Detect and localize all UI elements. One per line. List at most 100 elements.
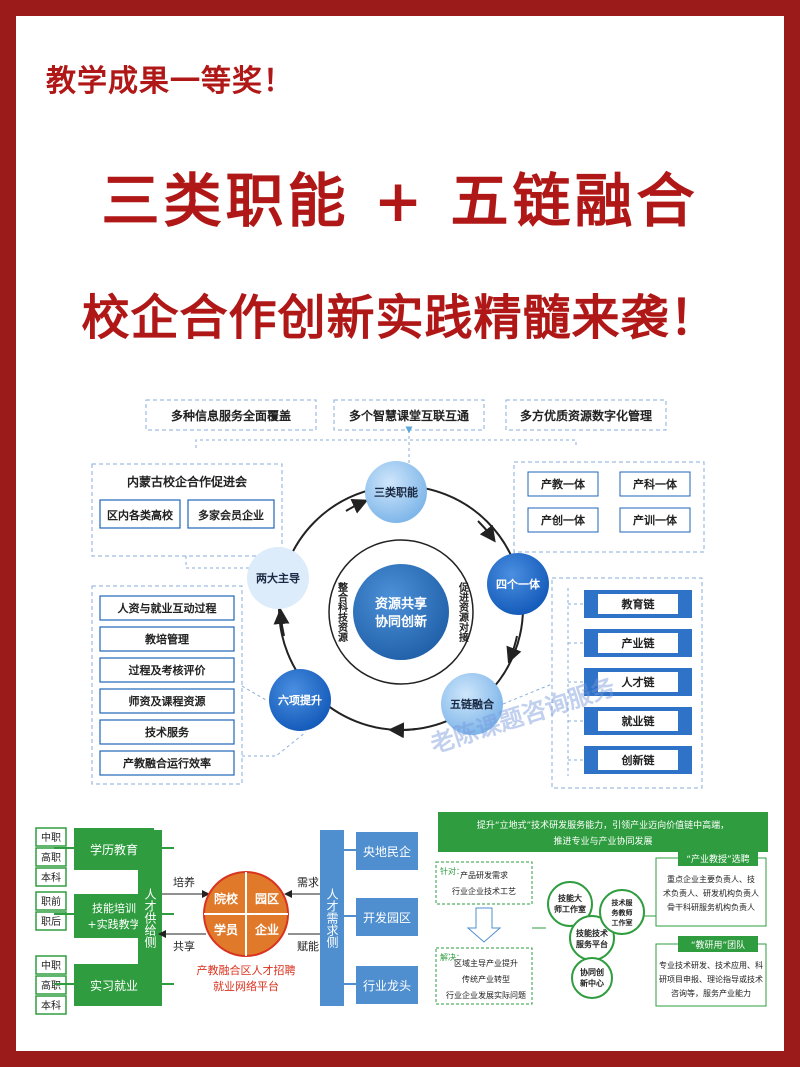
right-list-item: 就业链 [568, 707, 692, 735]
right-list-item: 产业链 [568, 629, 692, 657]
svg-text:多个智慧课堂互联互通: 多个智慧课堂互联互通 [349, 408, 469, 423]
center-line-1: 资源共享 [375, 596, 427, 612]
svg-text:人才供给侧: 人才供给侧 [143, 888, 157, 949]
inner-right-text: 促进资源对接 [457, 581, 470, 643]
svg-text:师资及课程资源: 师资及课程资源 [129, 694, 206, 708]
svg-text:教育链: 教育链 [621, 597, 656, 611]
node-sige: 四个一体 [487, 553, 549, 615]
level-box: 中职 [35, 827, 67, 847]
br-header [438, 812, 768, 852]
svg-text:技术服: 技术服 [612, 898, 634, 907]
center-line-2: 协同创新 [375, 614, 427, 630]
svg-text:产创一体: 产创一体 [541, 513, 586, 527]
level-box: 职后 [35, 911, 67, 931]
svg-text:推进专业与产业协同发展: 推进专业与产业协同发展 [553, 835, 652, 847]
svg-text:行业龙头: 行业龙头 [363, 979, 411, 993]
svg-text:研项目申报、理论指导或技术: 研项目申报、理论指导或技术 [659, 974, 763, 984]
svg-text:产训一体: 产训一体 [633, 513, 678, 527]
svg-text:服务平台: 服务平台 [576, 939, 608, 949]
svg-text:务教师: 务教师 [612, 908, 633, 917]
svg-text:解决：: 解决： [440, 952, 464, 962]
center-circle [353, 564, 449, 660]
svg-text:人资与就业互动过程: 人资与就业互动过程 [118, 601, 217, 615]
svg-text:产业链: 产业链 [622, 636, 656, 650]
svg-text:传统产业转型: 传统产业转型 [462, 974, 510, 984]
svg-text:高职: 高职 [41, 979, 61, 992]
svg-text:过程及考核评价: 过程及考核评价 [129, 663, 207, 677]
svg-text:工作室: 工作室 [612, 918, 633, 927]
svg-text:四个一体: 四个一体 [496, 577, 541, 591]
svg-text:六项提升: 六项提升 [278, 693, 322, 707]
svg-text:产科一体: 产科一体 [633, 477, 678, 491]
svg-text:央地民企: 央地民企 [363, 844, 411, 859]
block-kaifa [356, 898, 418, 936]
top-box-3: 多方优质资源数字化管理 [505, 399, 667, 431]
block-yangdi [356, 832, 418, 870]
svg-text:提升“立地式”技术研发服务能力，引领产业迈向价值链中高端，: 提升“立地式”技术研发服务能力，引领产业迈向价值链中高端， [477, 819, 729, 831]
svg-text:企业: 企业 [254, 922, 279, 937]
main-title: 三类职能 + 五链融合 [101, 167, 699, 235]
diagram-canvas: 多种信息服务全面覆盖 多个智慧课堂互联互通 多方优质资源数字化管理 内蒙古校企合… [35, 399, 768, 1015]
right-panel: 产教一体 产科一体 产创一体 产训一体 [513, 461, 705, 553]
svg-text:园区: 园区 [255, 892, 279, 906]
award-title: 教学成果一等奖！ [46, 64, 294, 99]
svg-text:骨干科研服务机构负责人: 骨干科研服务机构负责人 [667, 902, 755, 912]
level-box: 本科 [35, 867, 67, 887]
svg-text:技术服务: 技术服务 [145, 725, 190, 739]
svg-text:人才需求侧: 人才需求侧 [325, 888, 339, 949]
svg-text:实习就业: 实习就业 [90, 978, 138, 993]
bottom-right-diagram: 提升“立地式”技术研发服务能力，引领产业迈向价值链中高端， 推进专业与产业协同发… [435, 812, 768, 1007]
svg-text:技能技术: 技能技术 [576, 928, 608, 938]
level-box: 中职 [35, 955, 67, 975]
node-liangda: 两大主导 [247, 547, 309, 609]
svg-text:学员: 学员 [214, 922, 238, 937]
right-list-item: 人才链 [568, 668, 692, 696]
left-list-item: 人资与就业互动过程 [99, 595, 235, 621]
svg-text:+实践教学: +实践教学 [87, 917, 140, 931]
svg-text:就业链: 就业链 [622, 714, 656, 728]
svg-text:中职: 中职 [41, 831, 61, 844]
svg-text:咨询等，服务产业能力: 咨询等，服务产业能力 [671, 988, 751, 998]
svg-text:两大主导: 两大主导 [256, 571, 300, 585]
svg-text:多种信息服务全面覆盖: 多种信息服务全面覆盖 [171, 408, 291, 423]
svg-text:就业网络平台: 就业网络平台 [213, 979, 279, 993]
svg-text:赋能: 赋能 [297, 939, 319, 953]
node-sanlei: 三类职能 [365, 461, 427, 523]
svg-text:技能培训: 技能培训 [92, 901, 136, 915]
demand-side-bar [320, 830, 344, 1006]
svg-text:区内各类高校: 区内各类高校 [107, 508, 174, 522]
svg-text:多家会员企业: 多家会员企业 [198, 508, 264, 522]
left-list-item: 技术服务 [99, 719, 235, 745]
svg-text:师工作室: 师工作室 [554, 904, 586, 914]
left-list-item: 教培管理 [99, 626, 235, 652]
subtitle: 校企合作创新实践精髓来袭！ [81, 290, 719, 346]
top-box-1: 多种信息服务全面覆盖 [145, 399, 317, 431]
top-connector [195, 439, 577, 448]
svg-text:培养: 培养 [173, 875, 195, 889]
svg-text:针对：: 针对： [440, 866, 464, 876]
top-box-2: 多个智慧课堂互联互通 [333, 399, 485, 431]
supply-side-bar [138, 830, 162, 1006]
svg-text:中职: 中职 [41, 959, 61, 972]
svg-text:需求: 需求 [297, 876, 319, 889]
svg-text:职前: 职前 [41, 895, 61, 908]
svg-text:院校: 院校 [214, 891, 239, 906]
svg-text:教培管理: 教培管理 [144, 632, 189, 646]
svg-text:学历教育: 学历教育 [90, 842, 138, 857]
svg-text:高职: 高职 [41, 851, 61, 864]
svg-text:行业企业技术工艺: 行业企业技术工艺 [452, 886, 516, 896]
svg-text:三类职能: 三类职能 [374, 485, 418, 499]
level-box: 高职 [35, 847, 67, 867]
svg-text:创新链: 创新链 [621, 753, 656, 767]
svg-text:新中心: 新中心 [580, 978, 604, 988]
svg-text:本科: 本科 [41, 871, 61, 884]
svg-text:共享: 共享 [173, 939, 195, 953]
svg-text:职后: 职后 [41, 916, 61, 928]
left-panel: 内蒙古校企合作促进会 区内各类高校 多家会员企业 [91, 463, 283, 557]
poster: 教学成果一等奖！ 三类职能 + 五链融合 校企合作创新实践精髓来袭！ 多种信息服… [16, 16, 784, 1051]
svg-text:术负责人、研发机构负责人: 术负责人、研发机构负责人 [663, 888, 759, 898]
left-list-item: 过程及考核评价 [99, 657, 235, 683]
